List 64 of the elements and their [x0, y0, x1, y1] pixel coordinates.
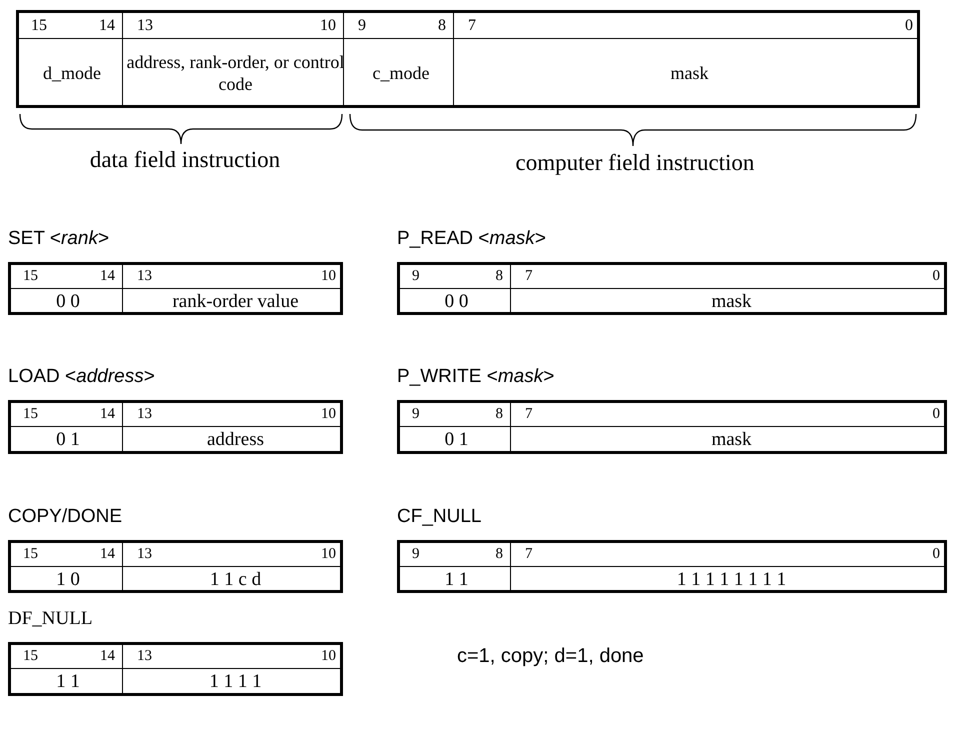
bit-number: 14	[100, 268, 115, 285]
instruction-name: COPY/DONE	[8, 506, 122, 528]
field-value: mask	[711, 428, 752, 452]
bit-number: 13	[137, 648, 152, 665]
bit-number: 0	[932, 268, 940, 285]
bit-number: 14	[100, 406, 115, 423]
field-value: 1 1 1 1 1 1 1 1	[676, 568, 786, 592]
field-value: 0 0	[444, 290, 468, 314]
bit-number: 9	[412, 546, 420, 563]
bit-number: 0	[932, 406, 940, 423]
field-value: 1 1	[444, 568, 468, 592]
bit-number: 10	[320, 16, 336, 34]
instruction-name: P_READ <mask>	[397, 228, 546, 250]
instruction-name: DF_NULL	[8, 608, 92, 630]
field-value: 1 1 c d	[210, 568, 262, 592]
bit-number: 9	[412, 406, 420, 423]
bit-number: 7	[468, 16, 476, 34]
bit-number: 14	[100, 546, 115, 563]
instruction-name: CF_NULL	[397, 506, 482, 528]
bit-number: 13	[137, 268, 152, 285]
bit-number: 15	[31, 16, 47, 34]
bit-number: 8	[496, 268, 503, 285]
bit-number: 10	[321, 546, 336, 563]
bit-number: 9	[412, 268, 420, 285]
field-value: 1 1	[56, 670, 80, 694]
field-value: address, rank-order, or control code	[126, 50, 346, 96]
field-value: mask	[670, 62, 708, 84]
bit-number: 10	[321, 268, 336, 285]
bit-number: 10	[321, 648, 336, 665]
instruction-name: P_WRITE <mask>	[397, 366, 554, 388]
bit-number: 13	[137, 546, 152, 563]
bit-number: 15	[23, 268, 38, 285]
field-value: address	[207, 428, 264, 452]
field-value: d_mode	[43, 62, 101, 84]
field-value: 0 1	[56, 428, 80, 452]
bit-number: 10	[321, 406, 336, 423]
brace-label: data field instruction	[88, 147, 282, 173]
field-value: 0 1	[444, 428, 468, 452]
bit-number: 7	[525, 546, 532, 563]
field-value: 1 1 1 1	[209, 670, 262, 694]
bit-number: 8	[438, 16, 446, 34]
brace-label: computer field instruction	[514, 150, 756, 176]
bit-number: 7	[525, 268, 532, 285]
bit-number: 15	[23, 648, 38, 665]
instruction-name: LOAD <address>	[8, 366, 155, 388]
bit-number: 13	[137, 406, 152, 423]
bit-number: 8	[496, 406, 503, 423]
note: c=1, copy; d=1, done	[457, 645, 644, 668]
field-value: 1 0	[56, 568, 80, 592]
bit-number: 7	[525, 406, 532, 423]
field-value: 0 0	[56, 290, 80, 314]
bit-number: 14	[100, 648, 115, 665]
field-value: rank-order value	[172, 290, 299, 314]
bit-number: 9	[358, 16, 366, 34]
bit-number: 0	[932, 546, 940, 563]
bit-number: 14	[99, 16, 115, 34]
field-value: mask	[711, 290, 752, 314]
instruction-name: SET <rank>	[8, 228, 110, 250]
bit-number: 15	[23, 546, 38, 563]
bit-number: 13	[137, 16, 153, 34]
bit-number: 0	[905, 16, 913, 34]
bit-number: 8	[496, 546, 503, 563]
bit-number: 15	[23, 406, 38, 423]
field-value: c_mode	[372, 62, 430, 84]
